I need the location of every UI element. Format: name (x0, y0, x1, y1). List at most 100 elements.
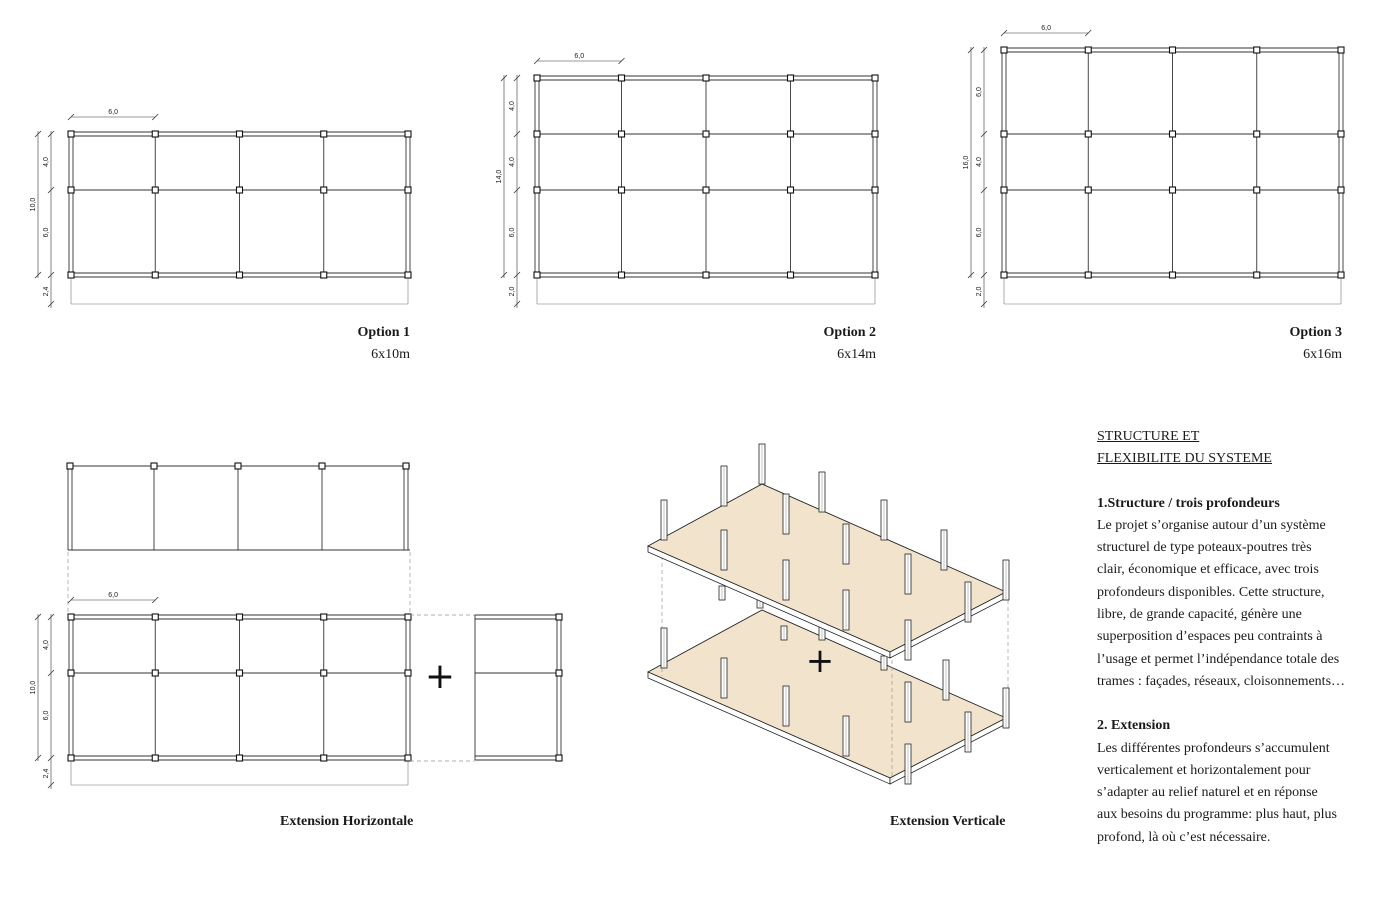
column (151, 669, 159, 677)
column (533, 186, 541, 194)
section-1-line: profondeurs disponibles. Cette structure… (1097, 584, 1325, 600)
column (235, 613, 244, 621)
option-3-size: 6x16m (1303, 347, 1342, 362)
dimension-tick (34, 271, 42, 279)
section-1-line: superposition d’espaces peu contraints à (1097, 629, 1323, 645)
section-2-line: s’adapter au relief naturel et en répons… (1097, 785, 1318, 801)
plan-extension-horizontale: 6,04,06,02,410,0+ (30, 462, 563, 789)
dimension-tick (980, 271, 988, 279)
option-3-caption: Option 3 6x16m (1232, 322, 1342, 366)
dimension-tick (980, 46, 988, 54)
panel-title-line-1: STRUCTURE ET (1097, 429, 1200, 444)
column (234, 462, 242, 470)
column (151, 271, 159, 279)
dimension-tick (47, 130, 55, 138)
dimension-tick (47, 754, 55, 762)
column (1084, 130, 1092, 138)
column (1084, 46, 1092, 54)
dimension-tick (513, 186, 521, 194)
dimension-grid-label: 6,0 (1041, 25, 1051, 32)
column (786, 74, 795, 82)
column (404, 186, 412, 194)
dimension-total-label: 14,0 (496, 170, 503, 184)
section-2-line: aux besoins du programme: plus haut, plu… (1097, 807, 1337, 823)
column (1168, 271, 1177, 279)
plan-option-1: 6,04,06,02,410,0 (30, 109, 412, 308)
column (555, 669, 563, 677)
plus-sign: + (425, 656, 455, 697)
column (320, 186, 328, 194)
column (235, 669, 244, 677)
column (1253, 186, 1261, 194)
dimension-bay-label: 6,0 (976, 87, 983, 97)
column (402, 462, 410, 470)
dimension-tick (67, 113, 75, 121)
column (151, 130, 159, 138)
dimension-tick (500, 74, 508, 82)
dimension-bay-label: 4,0 (43, 157, 50, 167)
dimension-grid-label: 6,0 (108, 592, 118, 599)
dimension-grid-label: 6,0 (574, 53, 584, 60)
dimension-tick (500, 271, 508, 279)
dimension-tick (151, 596, 159, 604)
column (1337, 46, 1345, 54)
dimension-tick (513, 271, 521, 279)
section-1-line: Le projet s’organise autour d’un système (1097, 517, 1326, 533)
column (320, 669, 328, 677)
plan-option-3: 6,06,04,06,02,016,0 (963, 25, 1345, 308)
column (1337, 130, 1345, 138)
plan-option-2: 6,04,04,06,02,014,0 (496, 53, 879, 308)
dimension-tick (533, 57, 541, 65)
section-1-line: libre, de grande capacité, génère une (1097, 607, 1302, 623)
dimension-tick (980, 300, 988, 308)
column (871, 130, 879, 138)
column (702, 130, 710, 138)
dimension-total-label: 10,0 (30, 681, 37, 695)
extension-verticale-caption: Extension Verticale (890, 814, 1006, 829)
dimension-tick (47, 186, 55, 194)
column (320, 613, 328, 621)
dimension-tick (513, 74, 521, 82)
column (1000, 186, 1008, 194)
column (66, 462, 74, 470)
dimension-tick (513, 130, 521, 138)
column (1084, 271, 1092, 279)
option-2-caption: Option 2 6x14m (766, 322, 876, 366)
column (617, 130, 626, 138)
dimension-tick (47, 613, 55, 621)
option-2-size: 6x14m (837, 347, 876, 362)
column (151, 613, 159, 621)
dimension-tick (34, 754, 42, 762)
column (320, 130, 328, 138)
column (235, 271, 244, 279)
column (533, 130, 541, 138)
section-2-line: Les différentes profondeurs s’accumulent (1097, 740, 1330, 756)
dimension-total-label: 16,0 (963, 156, 970, 170)
dimension-tick (47, 781, 55, 789)
dimension-tick (980, 186, 988, 194)
column (67, 669, 75, 677)
section-2-line: profond, là où c’est nécessaire. (1097, 829, 1271, 845)
column (235, 754, 244, 762)
dimension-bay-label: 6,0 (43, 711, 50, 721)
dimension-cantilever-label: 2,4 (43, 287, 50, 297)
column (235, 130, 244, 138)
dimension-cantilever-label: 2,0 (976, 287, 983, 297)
column (871, 186, 879, 194)
column (871, 74, 879, 82)
column (67, 613, 75, 621)
column (404, 613, 412, 621)
dimension-tick (618, 57, 625, 65)
option-1-caption: Option 1 6x10m (300, 322, 410, 366)
dimension-tick (151, 113, 159, 121)
dimension-bay-label: 4,0 (976, 157, 983, 167)
extension-horizontale-caption: Extension Horizontale (280, 814, 414, 829)
panel-title-line-2: FLEXIBILITE DU SYSTEME (1097, 451, 1272, 467)
column (67, 130, 75, 138)
plus-sign: + (806, 641, 835, 681)
column (555, 754, 563, 762)
column (151, 186, 159, 194)
column (702, 271, 710, 279)
option-2-title: Option 2 (823, 325, 876, 340)
